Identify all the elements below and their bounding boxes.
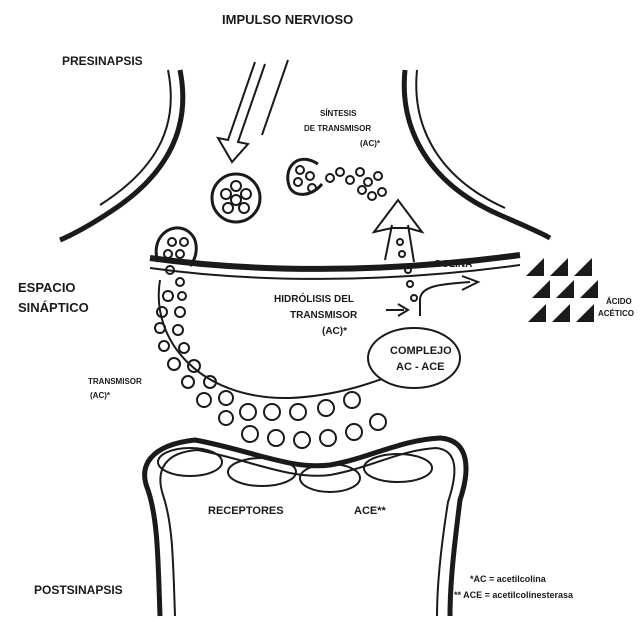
acetic-label-2: ACÉTICO [598, 309, 634, 318]
complex-label-2: AC - ACE [396, 361, 444, 373]
transmitter-label-2: (AC)* [90, 391, 111, 400]
choline-label: COLINA [434, 259, 472, 270]
hydrolysis-label-2: TRANSMISOR [290, 310, 358, 321]
synthesis-label-3: (AC)* [360, 139, 381, 148]
synthesis-label-1: SÍNTESIS [320, 109, 357, 118]
storage-vesicle [212, 174, 260, 222]
synaptic-space-label-2: SINÁPTICO [18, 300, 89, 315]
hydrolysis-label-3: (AC)* [322, 326, 347, 337]
receptors-label: RECEPTORES [208, 505, 284, 517]
impulse-arrow [218, 60, 288, 162]
legend-ace: ** ACE = acetilcolinesterasa [454, 590, 574, 600]
acetic-label-1: ÁCIDO [606, 297, 632, 306]
complex-label-1: COMPLEJO [390, 345, 452, 357]
ace-label: ACE** [354, 505, 387, 517]
synaptic-space-label-1: ESPACIO [18, 280, 76, 295]
acetic-acid-triangles [526, 258, 598, 322]
recycling-arrow [374, 200, 422, 301]
legend-ac: *AC = acetilcolina [470, 574, 547, 584]
impulse-label: IMPULSO NERVIOSO [222, 12, 353, 27]
transmitter-label-1: TRANSMISOR [88, 377, 142, 386]
receptor-ovals [158, 448, 432, 492]
complex-oval [368, 328, 460, 388]
synthesis-vesicle [288, 159, 386, 200]
presynaptic-terminal [60, 70, 550, 279]
postsynaptic-terminal [145, 438, 466, 616]
postsynapse-label: POSTSINAPSIS [34, 583, 123, 597]
synthesis-label-2: DE TRANSMISOR [304, 124, 371, 133]
hydrolysis-label-1: HIDRÓLISIS DEL [274, 292, 354, 305]
presynapse-label: PRESINAPSIS [62, 54, 143, 68]
